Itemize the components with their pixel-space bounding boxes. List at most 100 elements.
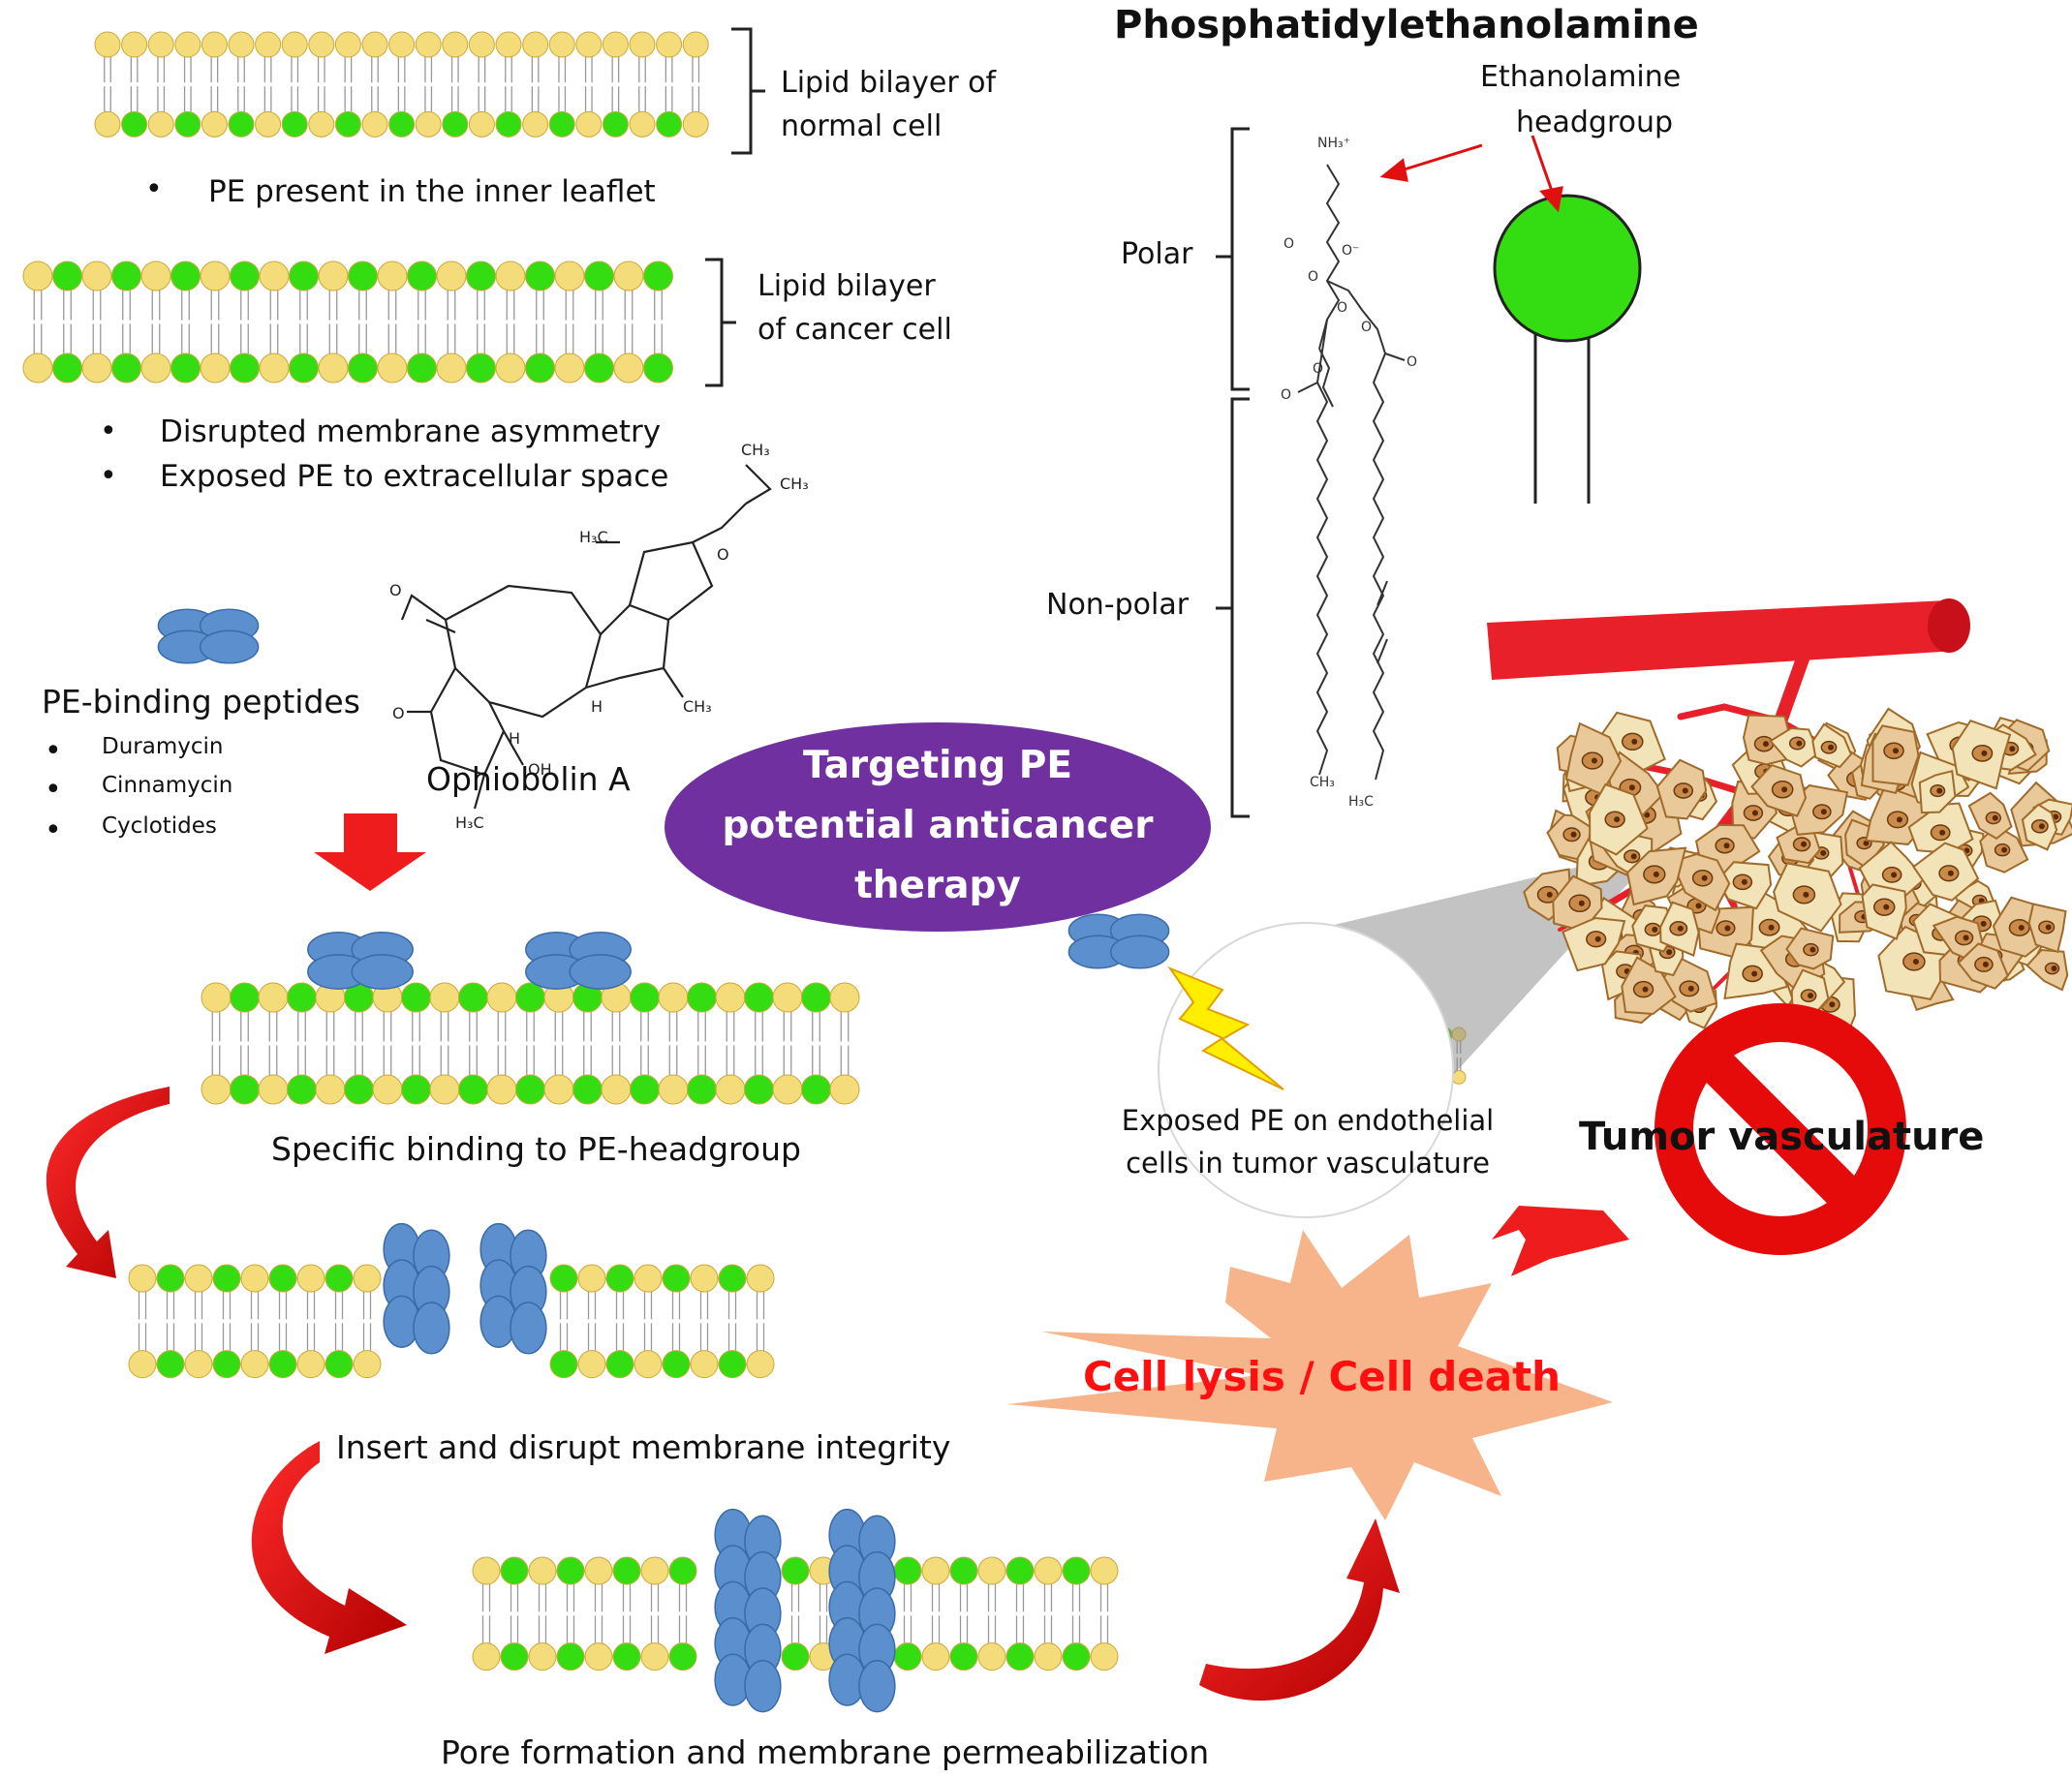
bullet: • (45, 773, 62, 807)
pe-headgroup (348, 353, 378, 383)
figure-title: Phosphatidylethanolamine (1114, 3, 1699, 47)
central-oval (665, 722, 1211, 932)
pe-headgroup (718, 1264, 747, 1293)
lipid-headgroup (634, 1350, 663, 1379)
pe-headgroup (287, 1074, 317, 1105)
svg-text:NH₃⁺: NH₃⁺ (1317, 136, 1350, 151)
lipid-headgroup (22, 353, 53, 383)
pore-peptide-1 (714, 1508, 782, 1713)
lipid-headgroup (318, 261, 349, 291)
lipid-headgroup (201, 982, 232, 1013)
peptide-item-3: Cyclotides (102, 813, 217, 839)
lipid-headgroup (147, 110, 174, 138)
lipid-headgroup (361, 110, 388, 138)
tumor-cell (2027, 903, 2067, 954)
lipid-headgroup (81, 353, 112, 383)
tumor-cell (2021, 803, 2058, 851)
pe-headgroup (500, 1556, 529, 1585)
lipid-headgroup (201, 1074, 232, 1105)
lipid-headgroup (147, 31, 174, 58)
lipid-headgroup (575, 31, 603, 58)
step-insert-caption: Insert and disrupt membrane integrity (336, 1428, 951, 1466)
lipid-headgroup (128, 1350, 157, 1379)
lipid-headgroup (377, 353, 408, 383)
lipid-headgroup (715, 982, 746, 1013)
pe-headgroup (605, 1350, 634, 1379)
lipid-headgroup (554, 353, 585, 383)
normal-cell-bullet: PE present in the inner leaflet (208, 174, 656, 209)
pe-headgroup (1005, 1642, 1035, 1671)
lipid-headgroup (128, 1264, 157, 1293)
inserting-peptide-1 (383, 1222, 450, 1355)
svg-text:CH₃: CH₃ (683, 697, 712, 716)
normal-cell-label-line1: Lipid bilayer of (781, 66, 997, 100)
pe-headgroup (442, 110, 469, 138)
pe-headgroup (121, 110, 148, 138)
pe-headgroup (801, 982, 831, 1013)
svg-text:H₃C: H₃C (1348, 794, 1374, 810)
lipid-headgroup (543, 1074, 574, 1105)
lipid-headgroup (121, 31, 148, 58)
lipid-headgroup (486, 1074, 517, 1105)
endothelial-caption-line-1: Exposed PE on endothelial (1121, 1104, 1495, 1137)
pe-headgroup (1062, 1556, 1091, 1585)
tumor-cell (1951, 719, 2012, 790)
cancer-cell-bullet-2: Exposed PE to extracellular space (160, 459, 669, 494)
lightning-bolt-icon (1167, 966, 1284, 1090)
pe-headgroup (334, 110, 361, 138)
pe-headgroup (612, 1642, 641, 1671)
lipid-headgroup (921, 1642, 950, 1671)
lipid-headgroup (318, 353, 349, 383)
pe-headgroup (572, 1074, 603, 1105)
headgroup-label-line1: Ethanolamine (1480, 60, 1682, 94)
svg-text:O: O (1281, 387, 1291, 403)
bullet: • (100, 414, 117, 448)
lipid-headgroup (415, 31, 442, 58)
pe-headgroup (718, 1350, 747, 1379)
peptide-item-2: Cinnamycin (102, 773, 233, 798)
polarity-brackets (1216, 127, 1250, 818)
svg-text:CH₃: CH₃ (780, 475, 809, 493)
svg-text:O: O (1407, 354, 1417, 370)
lipid-headgroup (602, 31, 629, 58)
ophiobolin-atoms: O O O H₃C CH₃ OH H₃C CH₃ CH₃ H H (389, 441, 809, 832)
lipid-headgroup (495, 353, 526, 383)
pe-headgroup (549, 1350, 578, 1379)
lipid-headgroup (240, 1264, 269, 1293)
lipid-headgroup (468, 31, 495, 58)
lipid-headgroup (200, 353, 231, 383)
outcome-label: Cell lysis / Cell death (1083, 1353, 1562, 1400)
pe-headgroup (1005, 1556, 1035, 1585)
pe-headgroup (893, 1556, 922, 1585)
pe-headgroup (287, 982, 317, 1013)
tumor-cell (1979, 824, 2029, 874)
svg-text:H: H (509, 729, 520, 748)
tumor-cell (1912, 842, 1980, 902)
pe-headgroup (744, 1074, 774, 1105)
tumor-cell (1769, 726, 1820, 768)
lipid-headgroup (772, 1074, 803, 1105)
cancer-cell-label-line1: Lipid bilayer (758, 269, 936, 303)
bracket-normal-cell (731, 27, 765, 155)
step-pore-caption: Pore formation and membrane permeabiliza… (441, 1733, 1210, 1771)
bilayer-cancer-cell (22, 261, 673, 383)
lipid-headgroup (372, 1074, 403, 1105)
pe-headgroup (407, 261, 437, 291)
svg-text:O: O (717, 545, 729, 564)
svg-text:O: O (1283, 236, 1294, 252)
lipid-headgroup (361, 31, 388, 58)
lipid-headgroup (772, 982, 803, 1013)
free-peptide (1067, 913, 1170, 969)
lipid-headgroup (554, 261, 585, 291)
lipid-headgroup (977, 1556, 1006, 1585)
cancer-cell-bullet-1: Disrupted membrane asymmetry (160, 414, 662, 449)
lipid-headgroup (584, 1556, 613, 1585)
pe-headgroup (1062, 1642, 1091, 1671)
tumor-cell (1552, 874, 1603, 933)
tumor-cell (1861, 883, 1907, 940)
pe-headgroup (656, 110, 683, 138)
tumor-cell (1773, 862, 1842, 933)
svg-text:CH₃: CH₃ (1310, 775, 1335, 790)
lipid-headgroup (377, 261, 408, 291)
